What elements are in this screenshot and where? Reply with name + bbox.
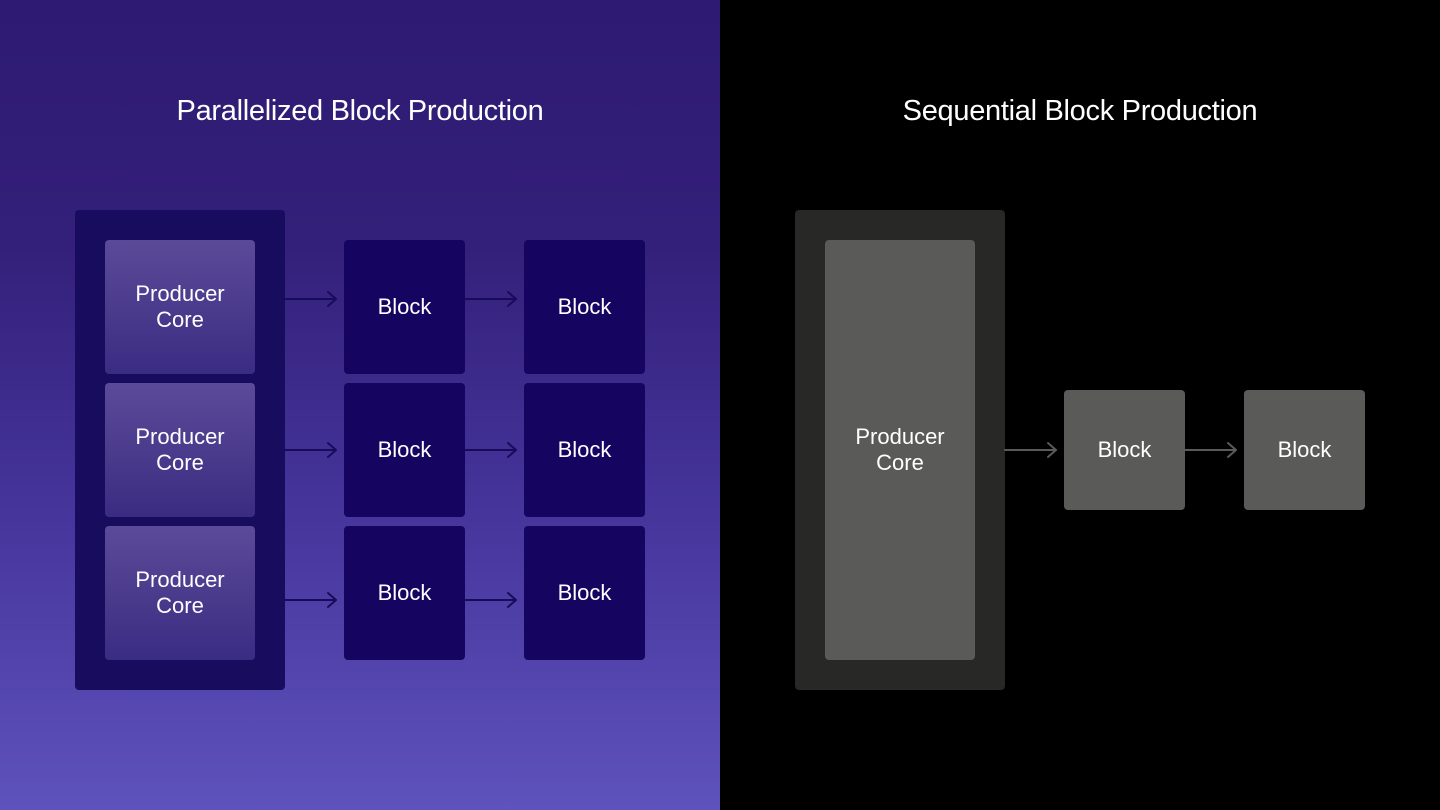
block-label: Block (1277, 437, 1332, 462)
sequential-title: Sequential Block Production (902, 95, 1258, 127)
block-row1-a: Block (344, 240, 465, 374)
block-row2-a: Block (344, 383, 465, 517)
block-label: Block (377, 580, 432, 605)
producer-core-2: Producer Core (105, 383, 255, 517)
producer-core-1: Producer Core (105, 240, 255, 374)
block-row3-a: Block (344, 526, 465, 660)
block-label: Block (557, 294, 612, 319)
sequential-block-b: Block (1244, 390, 1365, 510)
block-row3-b: Block (524, 526, 645, 660)
block-row1-b: Block (524, 240, 645, 374)
producer-core-3-label: Producer Core (135, 567, 225, 618)
producer-core-2-label: Producer Core (135, 424, 225, 475)
block-label: Block (557, 437, 612, 462)
producer-core-3: Producer Core (105, 526, 255, 660)
producer-core-1-label: Producer Core (135, 281, 225, 332)
sequential-producer-core-label: Producer Core (855, 424, 945, 475)
sequential-producer-core: Producer Core (825, 240, 975, 660)
parallelized-title: Parallelized Block Production (176, 95, 544, 127)
block-row2-b: Block (524, 383, 645, 517)
block-label: Block (1097, 437, 1152, 462)
sequential-block-a: Block (1064, 390, 1185, 510)
block-label: Block (377, 437, 432, 462)
block-label: Block (557, 580, 612, 605)
block-label: Block (377, 294, 432, 319)
